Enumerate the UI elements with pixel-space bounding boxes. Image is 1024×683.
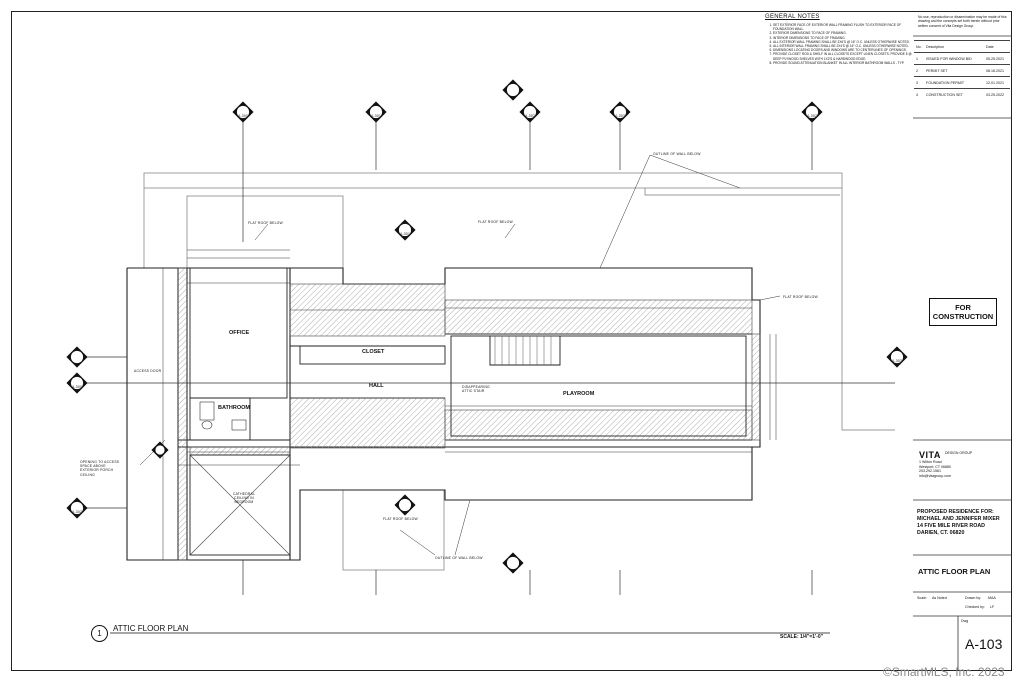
- note-attic-stair: DISAPPEARING ATTIC STAIR: [462, 385, 490, 394]
- revision-header: Date: [984, 40, 1010, 53]
- section-marker-label: A-303: [892, 359, 903, 363]
- revision-row: 4 CONSTRUCTION SET 03.25.2022: [914, 88, 1010, 100]
- note-access-door: ACCESS DOOR: [134, 369, 162, 373]
- firm-logo: VITA: [919, 450, 941, 460]
- for-construction-stamp: FOR CONSTRUCTION: [929, 298, 997, 326]
- room-playroom: PLAYROOM: [563, 391, 595, 397]
- scale-label: Scale:: [917, 596, 927, 600]
- sheet-title: ATTIC FLOOR PLAN: [918, 567, 991, 576]
- revision-header: Description: [924, 40, 984, 53]
- project-line: 14 FIVE MILE RIVER ROAD: [917, 523, 985, 529]
- room-hall: HALL: [369, 383, 384, 389]
- dwg-label: Dwg: [961, 619, 969, 623]
- revision-cell: 05.25.2021: [984, 52, 1010, 65]
- revision-cell: 12.01.2021: [984, 76, 1010, 89]
- note-outline-wall: OUTLINE OF WALL BELOW: [653, 152, 701, 156]
- scale-value: As Noted: [932, 596, 947, 600]
- view-number: 1: [91, 625, 108, 642]
- section-marker-label: A-302: [525, 114, 536, 118]
- note-outline-wall: OUTLINE OF WALL BELOW: [435, 556, 483, 560]
- project-line: DARIEN, CT. 06820: [917, 530, 965, 536]
- revision-cell: PERMIT SET: [924, 64, 984, 77]
- revision-cell: CONSTRUCTION SET: [924, 88, 984, 100]
- general-note: INTERIOR DIMENSIONS TO FACE OF FRAMING.: [773, 36, 913, 40]
- section-marker-label: A-301: [371, 114, 382, 118]
- revision-cell: 08.16.2021: [984, 64, 1010, 77]
- revision-cell: ISSUED FOR WINDOW BID: [924, 52, 984, 65]
- revision-cell: 4: [914, 88, 924, 100]
- copyright-notice: No use, reproduction or dissemination ma…: [918, 15, 1007, 28]
- general-note: PROVIDE SOUND ATTENUATION BLANKET IN ALL…: [773, 61, 913, 65]
- revision-row: 1 ISSUED FOR WINDOW BID 05.25.2021: [914, 52, 1010, 65]
- revision-header: No.: [914, 40, 924, 53]
- revision-cell: 03.25.2022: [984, 88, 1010, 100]
- general-note: PROVIDE CLOSET ROD & SHELF IN ALL CLOSET…: [773, 52, 913, 60]
- note-flat-roof: FLAT ROOF BELOW: [248, 221, 283, 225]
- general-note: SET EXTERIOR FACE OF EXTERIOR WALL FRAMI…: [773, 23, 913, 31]
- note-cathedral-ceiling: CATHEDRAL CEILING IN BEDROOM: [232, 492, 256, 505]
- checked-by: LF: [990, 605, 995, 609]
- general-notes-title: GENERAL NOTES: [765, 14, 820, 20]
- revision-row: 2 PERMIT SET 08.16.2021: [914, 64, 1010, 77]
- checked-by-label: Checked by:: [965, 605, 985, 609]
- section-marker-label: A-302: [72, 510, 83, 514]
- general-note: DIMENSIONS LOCATING DOORS AND WINDOWS AR…: [773, 48, 913, 52]
- section-marker-label: A-302: [807, 114, 818, 118]
- firm-address-line: 203.292.1561: [919, 469, 941, 474]
- section-marker-label: A-303: [615, 114, 626, 118]
- revision-row: 3 FOUNDATION PERMIT 12.01.2021: [914, 76, 1010, 89]
- section-marker-label: A-300: [72, 385, 83, 389]
- drawing-scale: SCALE: 1/4"=1'-0": [780, 634, 824, 640]
- view-title: ATTIC FLOOR PLAN: [113, 624, 189, 633]
- general-notes-list: SET EXTERIOR FACE OF EXTERIOR WALL FRAMI…: [765, 23, 913, 65]
- drawn-by: MAA: [988, 596, 996, 600]
- section-marker-label: A-300: [238, 114, 249, 118]
- section-marker-label: A-301: [400, 232, 411, 236]
- note-flat-roof: FLAT ROOF BELOW: [478, 220, 513, 224]
- revision-cell: FOUNDATION PERMIT: [924, 76, 984, 89]
- general-note: ALL EXTERIOR WALL FRAMING SHALL BE 2X6'S…: [773, 40, 913, 44]
- firm-address-line: Westport, CT 06880: [919, 464, 952, 469]
- revision-cell: 1: [914, 52, 924, 65]
- project-info: PROPOSED RESIDENCE FOR: MICHAEL AND JENN…: [917, 509, 1000, 537]
- project-line: PROPOSED RESIDENCE FOR:: [917, 509, 994, 515]
- note-opening: OPENING TO ACCESS SPACE ABOVE EXTERIOR P…: [80, 460, 120, 477]
- room-office: OFFICE: [229, 330, 250, 336]
- revision-cell: 3: [914, 76, 924, 89]
- room-bathroom: BATHROOM: [218, 405, 250, 411]
- general-note: ALL INTERIOR WALL FRAMING SHALL BE 2X4'S…: [773, 44, 913, 48]
- firm-logo-sub: DESIGN GROUP: [945, 451, 973, 455]
- firm-address-line: 1 Wilton Road: [919, 460, 942, 464]
- firm-address-line: info@vitagroup.com: [919, 473, 952, 478]
- firm-address: 1 Wilton Road Westport, CT 06880 203.292…: [919, 460, 951, 478]
- watermark: ©SmartMLS, Inc. 2023: [883, 665, 1005, 679]
- note-flat-roof: FLAT ROOF BELOW: [383, 517, 418, 521]
- revision-table: No. Description Date 1 ISSUED FOR WINDOW…: [914, 40, 1010, 100]
- note-flat-roof: FLAT ROOF BELOW: [783, 295, 818, 299]
- revision-header-row: No. Description Date: [914, 40, 1010, 53]
- general-note: EXTERIOR DIMENSIONS TO FACE OF FRAMING.: [773, 31, 913, 35]
- sheet-number: A-103: [965, 636, 1003, 652]
- room-closet: CLOSET: [362, 349, 385, 355]
- drawn-by-label: Drawn by:: [965, 596, 982, 600]
- revision-cell: 2: [914, 64, 924, 77]
- project-line: MICHAEL AND JENNIFER MIXER: [917, 516, 1000, 522]
